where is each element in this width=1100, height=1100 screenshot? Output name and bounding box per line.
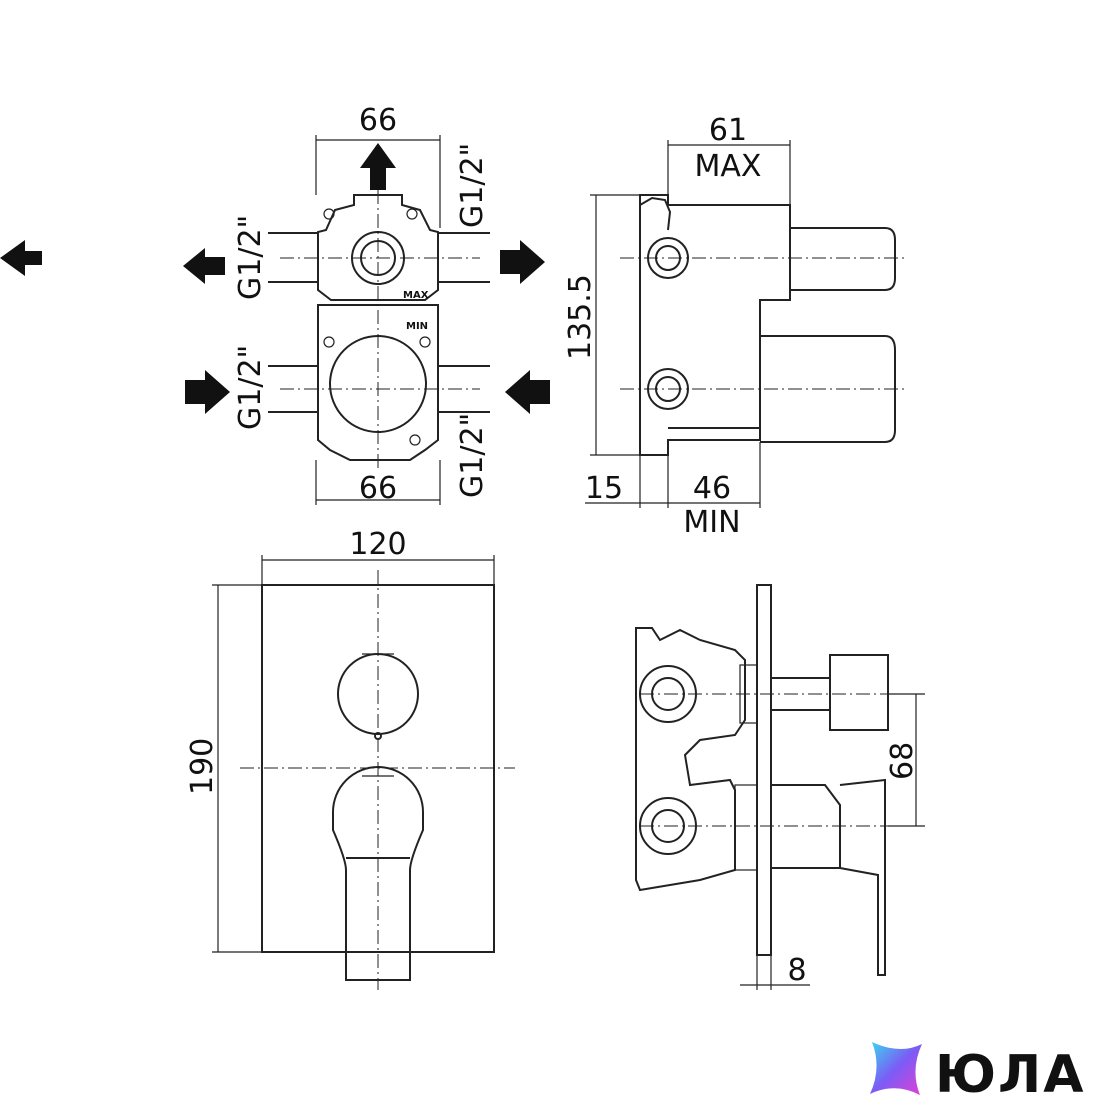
dim-plate-height-190: 190 [185,738,220,795]
thread-left-lower: G1/2" [233,345,268,430]
side-valve-view: 61 MAX 135.5 15 46 MIN [563,113,905,540]
logo-mark-icon [870,1042,922,1095]
plate-front-view: 120 190 [185,527,515,990]
outlet-up-arrow-icon [360,143,396,190]
front-valve-view: 66 MAX MIN G1/2" G1/2" G1/2" G [0,103,550,506]
label-depth-min: MIN [683,505,740,540]
outlet-right-arrow-icon [500,240,545,284]
dim-offset-15: 15 [585,471,623,506]
thread-right-upper: G1/2" [455,143,490,228]
thread-right-lower: G1/2" [455,413,490,498]
assembly-side-view: 68 8 [635,584,925,990]
dim-plate-thickness-8: 8 [787,953,806,988]
logo-text: ЮЛА [935,1045,1085,1100]
logo: ЮЛА [870,1042,1085,1100]
outlet-left-arrow-head-icon [183,248,225,284]
inlet-left-arrow-icon [185,370,230,414]
thread-left-upper: G1/2" [233,215,268,300]
dim-height-135-5: 135.5 [563,274,598,360]
dim-bottom-66: 66 [359,471,397,506]
dim-top-66: 66 [359,103,397,138]
outlet-left-arrow-icon [0,240,42,276]
inlet-right-arrow-icon [505,370,550,414]
dim-depth-max: 61 [709,113,747,148]
dim-depth-min: 46 [693,471,731,506]
label-depth-max: MAX [695,149,762,184]
dim-spacing-68: 68 [885,742,920,780]
label-max: MAX [403,290,429,301]
label-min: MIN [406,321,428,332]
dim-plate-width-120: 120 [349,527,406,562]
